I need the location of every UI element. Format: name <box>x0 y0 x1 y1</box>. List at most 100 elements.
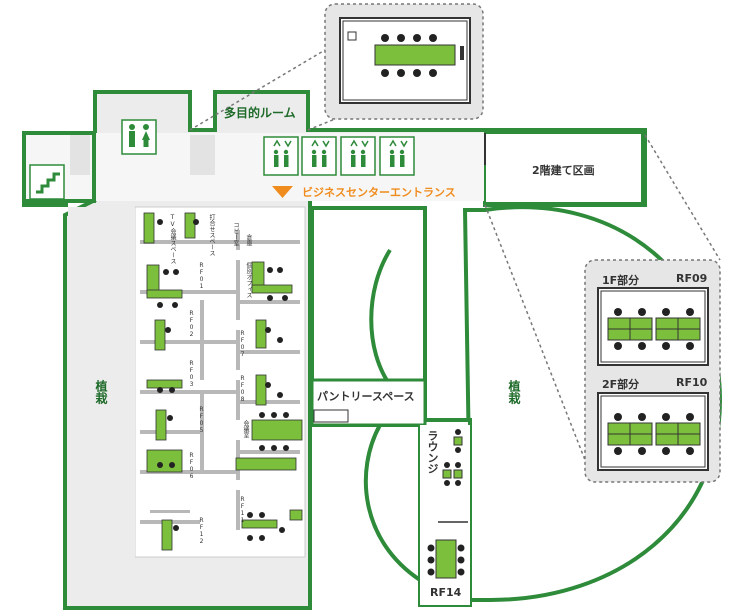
elevator-icon <box>340 136 376 176</box>
room-label-rf03: RF03 <box>188 360 195 388</box>
callout-top-pillar <box>460 46 464 60</box>
stairs-icon <box>29 164 65 200</box>
chair <box>282 295 288 301</box>
room-label-rf11: RF11 <box>239 496 246 524</box>
chair <box>259 512 265 518</box>
elevator-icon <box>263 136 299 176</box>
chair <box>271 445 277 451</box>
stairs-wall <box>22 133 68 207</box>
room-label-rf06: RF06 <box>188 452 195 480</box>
office-desk <box>255 374 267 406</box>
callout-top-table <box>374 44 456 66</box>
restroom-icon <box>121 119 157 155</box>
lounge-tables <box>442 429 463 486</box>
room-label-rf07: RF07 <box>239 330 246 358</box>
chair <box>283 412 289 418</box>
planting-left-area <box>68 207 135 605</box>
chair <box>265 382 271 388</box>
callout-rf10-inner <box>600 395 706 468</box>
office-desk <box>251 419 303 441</box>
elevators <box>263 136 415 176</box>
office-label: 個別オフィス <box>245 262 252 298</box>
office-desk <box>154 319 166 351</box>
office-desk <box>251 284 293 294</box>
callout-floor2-label: 2F部分 <box>602 378 640 391</box>
chair <box>193 219 199 225</box>
lower-curve <box>363 424 422 582</box>
callout-floor1-room: RF09 <box>676 272 708 285</box>
meeting-room-label: 会議室 <box>242 420 249 438</box>
chair <box>163 269 169 275</box>
office-desk <box>289 509 303 521</box>
pantry-counter <box>313 409 349 423</box>
chair <box>271 412 277 418</box>
chair <box>267 295 273 301</box>
chair <box>259 445 265 451</box>
office-desk <box>235 457 297 471</box>
chair <box>157 302 163 308</box>
chair <box>279 527 285 533</box>
desk-group <box>607 308 653 350</box>
chair <box>157 462 163 468</box>
chair <box>277 337 283 343</box>
chair <box>167 415 173 421</box>
chair <box>172 302 178 308</box>
copy-room-label: コピー室 <box>232 222 239 246</box>
office-desk <box>184 212 196 239</box>
elevator-icon <box>301 136 337 176</box>
callout-floor1-label: 1F部分 <box>602 274 640 287</box>
business-center-entrance-label: ビジネスセンターエントランス <box>302 186 456 199</box>
planting-right-label: 植栽 <box>507 380 521 404</box>
lounge-label: ラウンジ <box>426 430 439 474</box>
callout-top-chairs <box>381 34 437 77</box>
room-label-rf05: RF05 <box>198 406 205 434</box>
chair <box>165 327 171 333</box>
chair <box>173 269 179 275</box>
room-label-rf02: RF02 <box>188 310 195 338</box>
storage-label: 倉庫 <box>245 234 252 246</box>
rf14-label: RF14 <box>430 586 462 599</box>
chair <box>247 512 253 518</box>
office-desks <box>143 212 303 551</box>
callout-rf09-inner <box>600 290 706 363</box>
room-label-rf12: RF12 <box>198 517 205 545</box>
desk-group <box>655 413 701 455</box>
tv-meeting-label: TV会議スペース <box>169 214 176 264</box>
two-story-section <box>484 132 643 204</box>
rf14-table <box>427 539 465 579</box>
chair <box>169 462 175 468</box>
chair <box>277 267 283 273</box>
chair <box>259 535 265 541</box>
chair <box>157 387 163 393</box>
callout-top-square <box>347 31 357 41</box>
callout-line-right-bottom <box>484 204 586 461</box>
chair <box>157 219 163 225</box>
two-story-section-label: 2階建て区画 <box>532 164 595 177</box>
chair <box>267 267 273 273</box>
room-label-rf01: RF01 <box>198 262 205 290</box>
callout-top-inner <box>342 20 468 101</box>
callout-line-top-left <box>189 49 326 131</box>
office-desk <box>146 449 183 473</box>
office-desk <box>155 409 167 441</box>
office-desk <box>146 379 183 389</box>
office-desk <box>255 319 267 349</box>
chair <box>283 445 289 451</box>
office-desk <box>146 289 183 299</box>
elevator-icon <box>379 136 415 176</box>
chair <box>259 412 265 418</box>
chair <box>247 535 253 541</box>
pantry-space-label: パントリースペース <box>317 390 415 403</box>
desk-group <box>655 308 701 350</box>
desk-group <box>607 413 653 455</box>
callout-floor2-room: RF10 <box>676 376 708 389</box>
meeting-space-label: 打合せスペース <box>208 214 215 256</box>
callout-line-right-top <box>644 134 721 261</box>
planting-left-label: 植栽 <box>94 380 108 404</box>
corridor-grey-2 <box>190 135 215 175</box>
office-desk <box>161 519 173 551</box>
chair <box>169 387 175 393</box>
entrance-arrow-icon <box>272 186 293 198</box>
